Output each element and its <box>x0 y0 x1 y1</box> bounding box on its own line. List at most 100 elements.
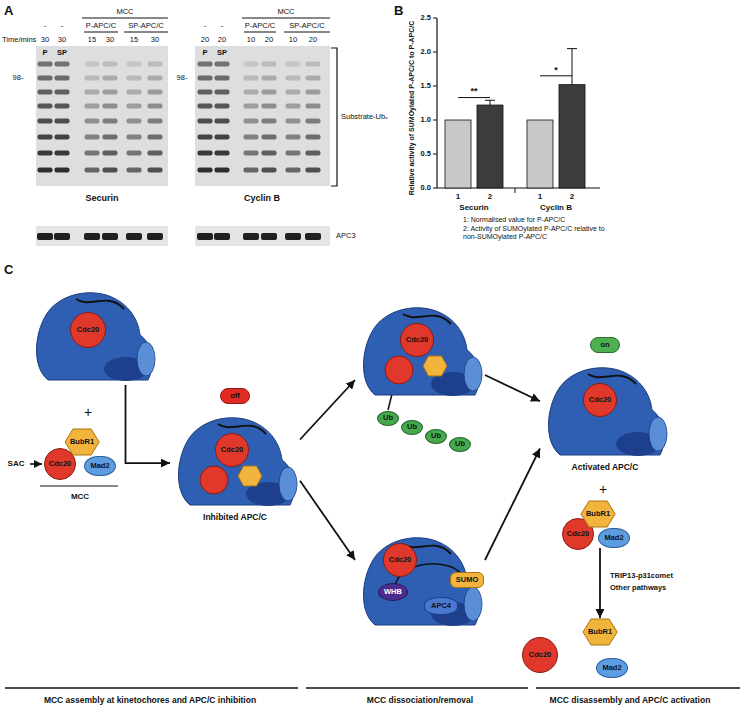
bar-label: 2 <box>570 192 574 201</box>
node-label: Cdc20 <box>406 336 429 344</box>
tick <box>433 18 437 19</box>
time-point: 20 <box>309 36 317 45</box>
node-label: Cdc20 <box>49 460 72 468</box>
blot-band <box>306 62 321 67</box>
node-label: Cdc20 <box>529 651 552 659</box>
blot-membrane <box>36 226 168 246</box>
error-bar <box>572 49 573 85</box>
blot-band <box>244 151 259 156</box>
node-label: Inhibited APC/C <box>170 513 300 522</box>
blot-membrane <box>195 226 330 246</box>
loading-control-label: APC3 <box>336 232 356 241</box>
mad2-blob: Mad2 <box>84 456 115 476</box>
bubr1-hexagon <box>238 466 262 486</box>
complex-label: MCC <box>71 492 89 501</box>
blot-title: Securin <box>85 193 118 203</box>
blot-band <box>54 233 70 240</box>
time-point: 15 <box>130 36 138 45</box>
ubiquitin-oval: Ub <box>377 411 399 426</box>
bar <box>445 120 471 188</box>
blot-band <box>306 168 321 173</box>
time-point: 20 <box>201 36 209 45</box>
time-point: 10 <box>289 36 297 45</box>
condition-label: P-APC/C <box>86 22 116 31</box>
blot-band <box>285 233 301 240</box>
apc-body <box>364 538 480 625</box>
blot-band <box>148 62 163 67</box>
node-label: Ub <box>407 423 417 431</box>
bubr1-hexagon: BubR1 <box>580 500 616 528</box>
cdc20-circle <box>385 356 413 384</box>
header-line <box>82 18 168 19</box>
blot-band <box>55 76 70 81</box>
panel-letter: B <box>394 4 403 19</box>
lane-label: SP <box>217 49 227 58</box>
ubiquitin-oval: Ub <box>401 420 423 435</box>
blot-band <box>55 135 70 140</box>
blot-band <box>103 135 118 140</box>
blot-membrane <box>195 46 330 186</box>
blot-band <box>127 104 142 109</box>
node-label: APC4 <box>431 602 451 610</box>
blot-band <box>286 76 301 81</box>
lane-label: P <box>42 49 47 58</box>
sac-arrow <box>30 463 42 465</box>
ubiquitin-oval: Ub <box>449 437 471 452</box>
cdc20-circle <box>200 466 228 494</box>
blot-band <box>306 76 321 81</box>
blot-band <box>215 90 230 95</box>
blot-band <box>127 90 142 95</box>
blot-band <box>215 104 230 109</box>
y-axis <box>436 18 437 188</box>
chart-note: 2: Activity of SUMOylated P-APC/C relati… <box>463 225 613 241</box>
blot-band <box>306 104 321 109</box>
blot-band <box>262 76 277 81</box>
blot-band <box>262 90 277 95</box>
cdc20-circle: Cdc20 <box>70 312 106 348</box>
node-label: BubR1 <box>70 438 94 446</box>
blot-band <box>55 168 70 173</box>
blot-band <box>286 104 301 109</box>
lane-condition: - <box>204 21 207 30</box>
bar <box>477 105 503 188</box>
blot-band <box>55 62 70 67</box>
blot-band <box>103 168 118 173</box>
condition-label: MCC <box>116 8 133 17</box>
apc-tail <box>218 424 266 434</box>
blot-band <box>306 119 321 124</box>
blot-band <box>198 104 213 109</box>
node-label: Mad2 <box>604 534 623 542</box>
error-bar <box>490 100 491 105</box>
blot-band <box>215 62 230 67</box>
apc-complex: Cdc20WHBAPC4SUMO <box>355 530 485 630</box>
blot-band <box>84 233 100 240</box>
time-point: 30 <box>151 36 159 45</box>
blot-band <box>215 76 230 81</box>
condition-label: SP-APC/C <box>289 22 324 31</box>
node-label: Activated APC/C <box>540 463 670 472</box>
blot-band <box>198 135 213 140</box>
apc-body <box>37 293 153 380</box>
tick-label: 2.0 <box>421 48 431 57</box>
blot-band <box>306 135 321 140</box>
blot-band <box>55 119 70 124</box>
blot-band <box>103 151 118 156</box>
significance-line <box>540 75 572 76</box>
cdc20-circle: Cdc20 <box>383 543 417 577</box>
tick <box>433 188 437 189</box>
flow-arrow <box>599 548 601 618</box>
blot-band <box>198 151 213 156</box>
time-point: 20 <box>218 36 226 45</box>
blot-band <box>148 76 163 81</box>
blot-band <box>244 104 259 109</box>
blot-band <box>38 90 53 95</box>
condition-label: P-APC/C <box>245 22 275 31</box>
blot-band <box>127 76 142 81</box>
blot-band <box>262 104 277 109</box>
blot-band <box>85 76 100 81</box>
blot-band <box>244 62 259 67</box>
state-pill: off <box>220 388 250 404</box>
blot-band <box>103 62 118 67</box>
flow-arrow <box>126 385 171 463</box>
